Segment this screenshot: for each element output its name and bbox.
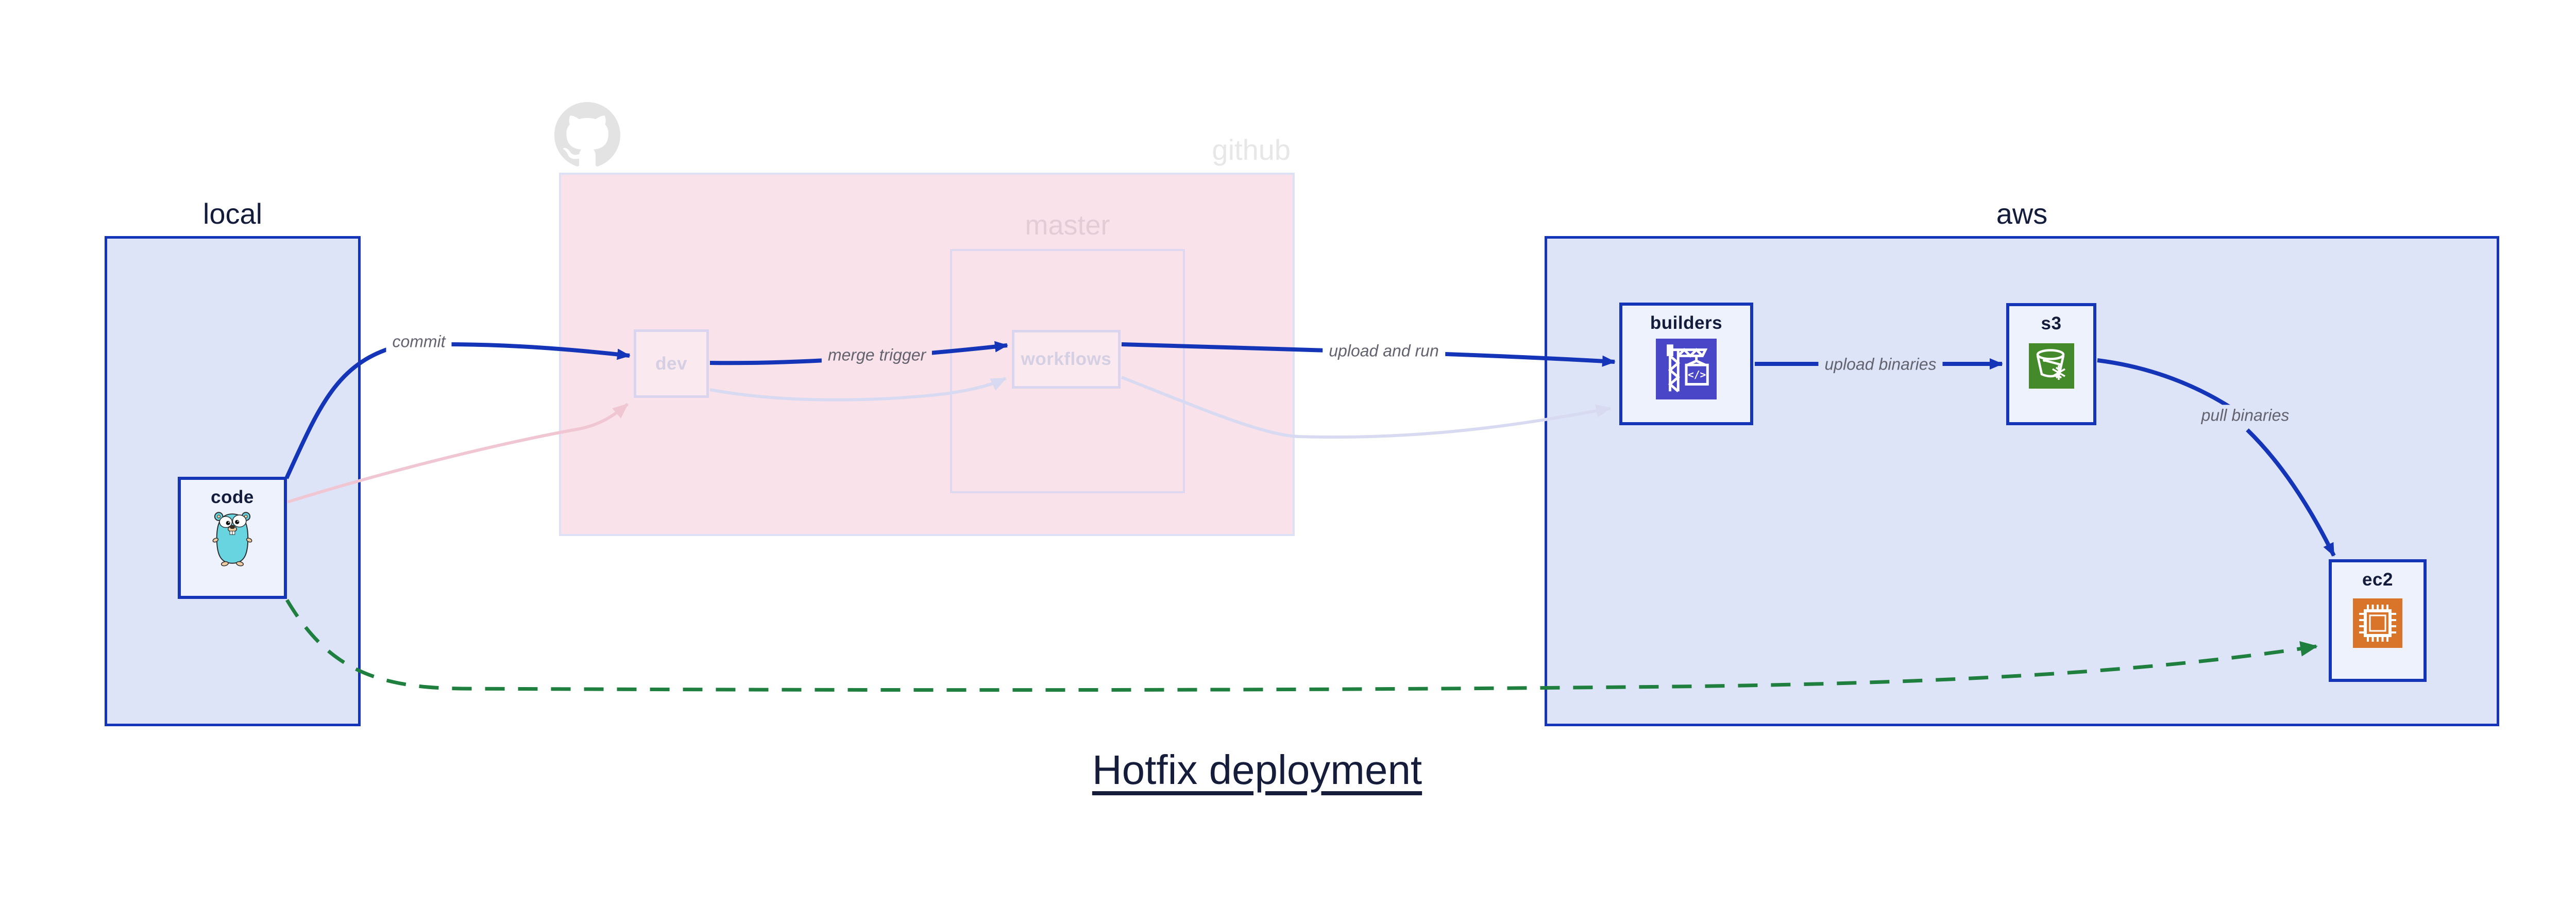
node-ec2-label: ec2: [2362, 570, 2393, 590]
node-ec2: ec2: [2329, 559, 2427, 682]
edge-label-upload-and-run: upload and run: [1323, 340, 1445, 362]
aws-label: aws: [1996, 197, 2048, 230]
node-workflows-label: workflows: [1021, 349, 1112, 369]
node-dev-label: dev: [655, 353, 687, 374]
codebuild-icon-code-glyph: </>: [1688, 369, 1706, 381]
node-builders: builders </>: [1619, 303, 1753, 425]
edge-label-upload-binaries: upload binaries: [1818, 354, 1943, 375]
master-branch-box: [950, 249, 1185, 493]
diagram-title: Hotfix deployment: [1092, 747, 1422, 793]
node-code-label: code: [211, 487, 254, 507]
node-code: code: [178, 477, 287, 599]
go-gopher-icon: [212, 512, 252, 566]
edge-label-merge-trigger: merge trigger: [821, 344, 933, 366]
edge-label-commit: commit: [386, 331, 452, 353]
node-builders-label: builders: [1650, 313, 1723, 333]
node-s3-label: s3: [2041, 313, 2062, 333]
codebuild-crane-icon: </>: [1656, 339, 1717, 399]
local-label: local: [202, 197, 263, 230]
edge-label-pull-binaries: pull binaries: [2195, 405, 2296, 426]
node-workflows: workflows: [1012, 330, 1121, 389]
node-s3: s3: [2006, 303, 2096, 425]
node-dev: dev: [634, 329, 709, 398]
s3-glacier-bucket-icon: [2028, 343, 2074, 389]
master-label: master: [1025, 210, 1110, 241]
github-label: github: [1212, 133, 1291, 166]
ec2-chip-icon: [2353, 598, 2402, 648]
github-octocat-icon: [554, 102, 620, 166]
